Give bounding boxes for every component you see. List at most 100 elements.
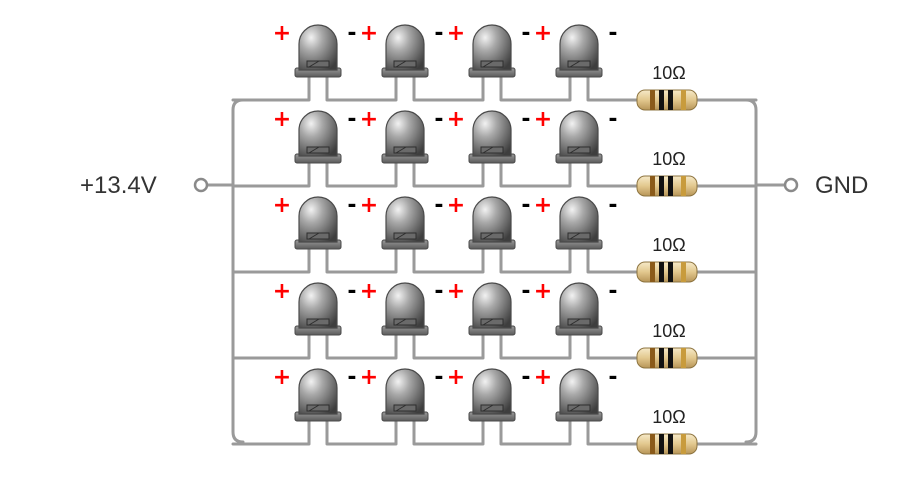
led-anode-mark: + xyxy=(360,21,378,46)
led[interactable]: +- xyxy=(360,107,444,186)
led-die xyxy=(306,404,330,412)
led-die xyxy=(393,232,417,240)
led-dome xyxy=(472,196,512,243)
resistor-color-band xyxy=(659,434,664,454)
led-anode-mark: + xyxy=(360,365,378,390)
led-cathode-mark: - xyxy=(521,107,530,132)
resistor-color-band xyxy=(668,434,673,454)
led-anode-mark: + xyxy=(273,193,291,218)
led-dome xyxy=(559,368,599,415)
led-die xyxy=(480,318,504,326)
led[interactable]: +- xyxy=(273,21,357,100)
led-cathode-mark: - xyxy=(608,365,617,390)
led[interactable]: +- xyxy=(273,279,357,358)
led-die xyxy=(567,60,591,68)
led-die xyxy=(306,232,330,240)
resistor-color-band xyxy=(650,90,655,110)
led[interactable]: +- xyxy=(447,21,531,100)
resistor-body xyxy=(636,89,698,111)
led[interactable]: +- xyxy=(360,193,444,272)
led[interactable]: +- xyxy=(447,107,531,186)
resistor-color-band xyxy=(659,348,664,368)
led-cathode-mark: - xyxy=(347,107,356,132)
led-anode-mark: + xyxy=(447,107,465,132)
led-cathode-mark: - xyxy=(521,193,530,218)
led-anode-mark: + xyxy=(534,21,552,46)
led[interactable]: +- xyxy=(273,193,357,272)
led-cathode-mark: - xyxy=(347,193,356,218)
led-dome xyxy=(472,110,512,157)
led[interactable]: +- xyxy=(360,21,444,100)
led-anode-mark: + xyxy=(534,193,552,218)
led-anode-mark: + xyxy=(273,21,291,46)
led-die xyxy=(393,404,417,412)
led-dome xyxy=(559,24,599,71)
led-cathode-mark: - xyxy=(434,21,443,46)
led-anode-mark: + xyxy=(360,279,378,304)
led[interactable]: +- xyxy=(447,279,531,358)
resistor-body xyxy=(636,347,698,369)
led-dome xyxy=(385,24,425,71)
led[interactable]: +- xyxy=(360,365,444,444)
led-anode-mark: + xyxy=(273,365,291,390)
led-cathode-mark: - xyxy=(608,193,617,218)
positive-terminal[interactable] xyxy=(193,177,209,193)
led[interactable]: +- xyxy=(534,21,618,100)
led-cathode-mark: - xyxy=(521,365,530,390)
resistor-color-band xyxy=(668,176,673,196)
led-anode-mark: + xyxy=(273,279,291,304)
led[interactable]: +- xyxy=(534,107,618,186)
led-anode-mark: + xyxy=(534,279,552,304)
led[interactable]: +- xyxy=(273,107,357,186)
led[interactable]: +- xyxy=(534,365,618,444)
resistor-color-band xyxy=(681,434,686,454)
led-die xyxy=(567,404,591,412)
resistor-color-band xyxy=(681,176,686,196)
resistor-color-band xyxy=(681,348,686,368)
resistor-value-label: 10Ω xyxy=(652,321,685,341)
led-cathode-mark: - xyxy=(434,107,443,132)
led-die xyxy=(393,318,417,326)
led-die xyxy=(480,146,504,154)
resistor-body xyxy=(636,433,698,455)
led-dome xyxy=(298,282,338,329)
resistor-body xyxy=(636,175,698,197)
led-die xyxy=(306,146,330,154)
led[interactable]: +- xyxy=(360,279,444,358)
resistor-color-band xyxy=(681,262,686,282)
led-die xyxy=(567,146,591,154)
led-cathode-mark: - xyxy=(608,21,617,46)
led-anode-mark: + xyxy=(447,279,465,304)
led-die xyxy=(306,318,330,326)
led-anode-mark: + xyxy=(447,365,465,390)
resistor-color-band xyxy=(668,348,673,368)
led-dome xyxy=(385,110,425,157)
resistor-body xyxy=(636,261,698,283)
led[interactable]: +- xyxy=(447,365,531,444)
led[interactable]: +- xyxy=(534,279,618,358)
led-cathode-mark: - xyxy=(434,279,443,304)
led-die xyxy=(480,232,504,240)
led-anode-mark: + xyxy=(360,193,378,218)
current-limiting-resistor[interactable]: 10Ω xyxy=(636,407,698,455)
led[interactable]: +- xyxy=(447,193,531,272)
led-cathode-mark: - xyxy=(521,21,530,46)
current-limiting-resistor[interactable]: 10Ω xyxy=(636,149,698,197)
resistor-value-label: 10Ω xyxy=(652,235,685,255)
led-dome xyxy=(385,368,425,415)
led[interactable]: +- xyxy=(273,365,357,444)
led-dome xyxy=(472,282,512,329)
resistor-value-label: 10Ω xyxy=(652,63,685,83)
current-limiting-resistor[interactable]: 10Ω xyxy=(636,321,698,369)
wiring xyxy=(205,98,787,446)
current-limiting-resistor[interactable]: 10Ω xyxy=(636,63,698,111)
led-anode-mark: + xyxy=(447,21,465,46)
ground-terminal[interactable] xyxy=(783,177,799,193)
led-die xyxy=(393,146,417,154)
led-die xyxy=(393,60,417,68)
led-dome xyxy=(385,196,425,243)
led[interactable]: +- xyxy=(534,193,618,272)
current-limiting-resistor[interactable]: 10Ω xyxy=(636,235,698,283)
led-cathode-mark: - xyxy=(347,365,356,390)
